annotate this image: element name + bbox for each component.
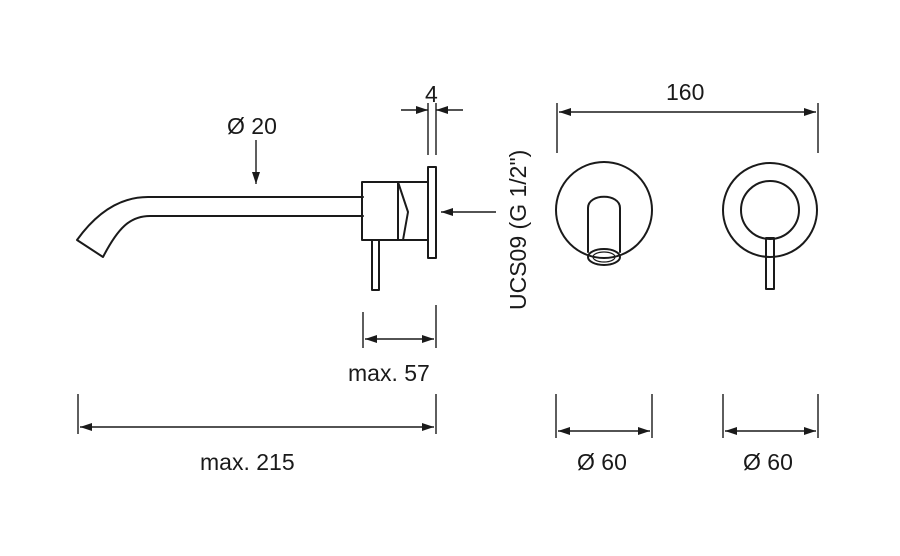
- mixer-plate-inner: [740, 180, 800, 240]
- spout-outline: [76, 196, 364, 258]
- spout-outlet-outer: [587, 248, 621, 266]
- spout-front: [587, 195, 621, 253]
- mixer-body: [361, 181, 409, 241]
- wall-plate: [427, 166, 437, 259]
- lever-handle: [371, 239, 380, 291]
- connection-label: UCS09 (G 1/2"): [505, 150, 531, 310]
- lever-offset-label: max. 57: [348, 360, 430, 386]
- front-lever-handle: [765, 237, 775, 290]
- center-distance-label: 160: [666, 79, 704, 105]
- total-length-label: max. 215: [200, 449, 295, 475]
- plate-thickness-label: 4: [425, 81, 438, 107]
- spout-outlet-inner: [592, 251, 616, 263]
- right-plate-diameter-label: Ø 60: [743, 449, 793, 475]
- front-view: 160 Ø 60 Ø 60: [555, 79, 819, 475]
- mixer-plate-outer: [722, 162, 818, 258]
- spout-diameter-label: Ø 20: [227, 113, 277, 139]
- spout-plate: [555, 161, 653, 259]
- collar: [397, 181, 429, 241]
- side-view: Ø 20 4 max. 57 max. 215: [76, 81, 496, 475]
- left-plate-diameter-label: Ø 60: [577, 449, 627, 475]
